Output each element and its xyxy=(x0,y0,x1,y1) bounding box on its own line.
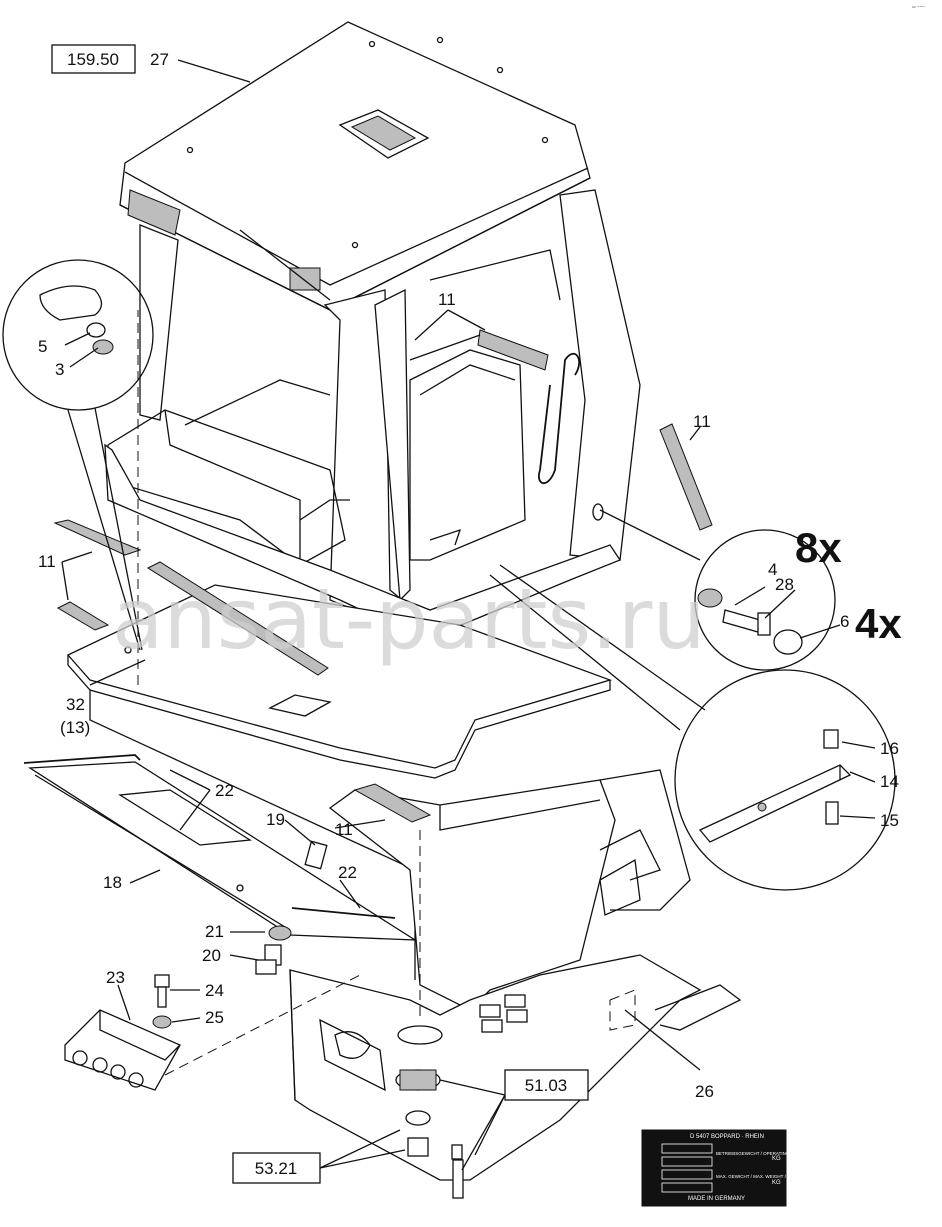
corner-mark: ᵃᵒ ⁼⁼⁼ xyxy=(912,5,925,11)
callout-32: 32 xyxy=(66,695,85,714)
callout-13: (13) xyxy=(60,718,90,737)
callout-28: 28 xyxy=(775,575,794,594)
leader-lines xyxy=(61,59,876,1171)
reference-box-53[interactable]: 53.21 xyxy=(232,1152,321,1184)
callout-20: 20 xyxy=(202,946,221,965)
callout-25: 25 xyxy=(205,1008,224,1027)
watermark-text: ansat-parts.ru xyxy=(112,570,706,668)
callout-5: 5 xyxy=(38,337,47,356)
plate-row1: BETRIEBSGEWICHT / OPERATING WEIGHT / POI… xyxy=(716,1151,855,1156)
bracket xyxy=(64,1009,181,1091)
callout-6: 6 xyxy=(840,612,849,631)
reference-51-text: 51.03 xyxy=(525,1076,568,1095)
callout-26: 26 xyxy=(695,1082,714,1101)
fasteners xyxy=(152,840,464,1199)
window-panel xyxy=(23,754,418,941)
callout-labels: 27 5 3 11 11 11 11 8x 4 28 6 4x 32 (13) … xyxy=(38,50,902,1101)
callout-11-right: 11 xyxy=(693,412,711,431)
lower-body xyxy=(89,690,742,1181)
plate-header: D 5407 BOPPARD · RHEIN xyxy=(690,1134,764,1140)
floor-plate xyxy=(66,584,613,779)
callout-16: 16 xyxy=(880,739,899,758)
callout-11-bottom: 11 xyxy=(335,820,353,839)
callout-4: 4 xyxy=(768,560,777,579)
multiplier-8x: 8x xyxy=(795,524,842,571)
seal-strip-right xyxy=(659,423,713,531)
seal-strips-left xyxy=(53,519,329,676)
cab-frame xyxy=(104,189,641,641)
cab-roof xyxy=(119,21,591,311)
callout-24: 24 xyxy=(205,981,224,1000)
callout-23: 23 xyxy=(106,968,125,987)
callout-18: 18 xyxy=(103,873,122,892)
plate-footer: MADE IN GERMANY xyxy=(688,1196,745,1202)
detail-circle-strip xyxy=(489,564,896,891)
detail-circle-clip xyxy=(2,259,154,651)
callout-11-left: 11 xyxy=(38,552,56,571)
plate-unit-2: KG xyxy=(772,1180,781,1186)
callout-11-top: 11 xyxy=(438,290,456,309)
callout-22-bottom: 22 xyxy=(338,863,357,882)
multiplier-4x: 4x xyxy=(855,600,902,647)
callout-15: 15 xyxy=(880,811,899,830)
name-plate: D 5407 BOPPARD · RHEIN BETRIEBSGEWICHT /… xyxy=(641,1129,855,1207)
callout-21: 21 xyxy=(205,922,224,941)
plate-unit-1: KG xyxy=(772,1156,781,1162)
plate-row2: MAX. GEWICHT / MAX. WEIGHT / POIDS MAX. xyxy=(716,1174,813,1179)
callout-14: 14 xyxy=(880,772,899,791)
reference-159-text: 159.50 xyxy=(67,50,119,69)
detail-circle-bolts xyxy=(592,503,836,671)
reference-box-51[interactable]: 51.03 xyxy=(504,1069,589,1101)
reference-box-159[interactable]: 159.50 xyxy=(51,44,136,74)
callout-27: 27 xyxy=(150,50,169,69)
callout-3: 3 xyxy=(55,360,64,379)
callout-22-top: 22 xyxy=(215,781,234,800)
callout-19: 19 xyxy=(266,810,285,829)
reference-53-text: 53.21 xyxy=(255,1159,298,1178)
